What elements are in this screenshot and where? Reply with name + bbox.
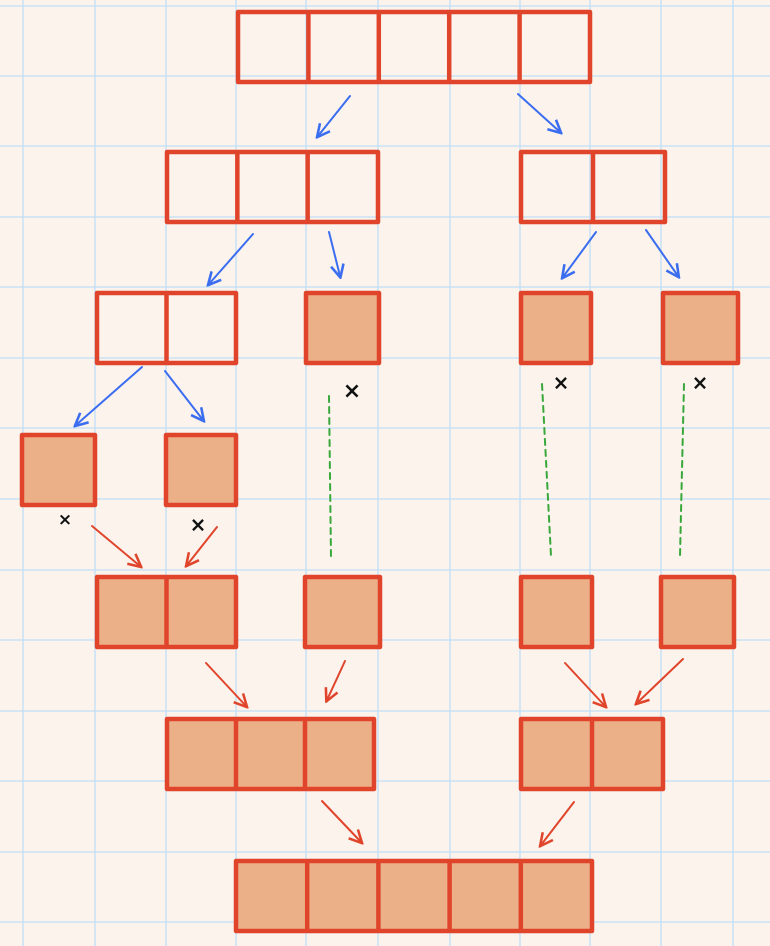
connector-lines [76, 93, 685, 845]
array-box [518, 574, 595, 650]
array-box [94, 290, 239, 366]
array-box [518, 149, 668, 225]
array-box [302, 574, 383, 650]
split-arrow [563, 231, 597, 277]
array-box [658, 574, 737, 650]
cross-mark: × [190, 513, 207, 537]
array-box [233, 858, 595, 934]
array-box [94, 574, 239, 650]
split-level-2 [94, 290, 741, 366]
split-level-1 [164, 149, 668, 225]
array-box [164, 716, 377, 792]
array-boxes [19, 9, 741, 934]
array-box [235, 9, 593, 85]
cross-mark: × [58, 510, 72, 530]
array-outline [163, 432, 239, 508]
merge-arrow [91, 525, 140, 566]
split-arrow [164, 370, 203, 420]
array-box [518, 290, 594, 366]
merge-arrow [187, 526, 218, 565]
cross-mark: × [692, 371, 709, 395]
array-outline [164, 149, 381, 225]
split-arrow [517, 93, 560, 132]
merge-arrow [564, 662, 605, 706]
array-outline [660, 290, 741, 366]
input-array [235, 9, 593, 85]
array-outline [518, 574, 595, 650]
carry-down-line [679, 383, 685, 557]
merge-level-2 [164, 716, 666, 792]
split-arrow [645, 229, 678, 276]
cross-marks: × × × × × [58, 371, 709, 537]
split-arrow [328, 231, 340, 276]
array-box [164, 149, 381, 225]
merge-arrow [205, 662, 246, 706]
array-outline [303, 290, 382, 366]
array-box [660, 290, 741, 366]
sorted-output [233, 858, 595, 934]
array-outline [518, 290, 594, 366]
merge-level-1 [94, 574, 737, 650]
cross-mark: × [553, 371, 570, 395]
carry-down-line [328, 395, 332, 559]
split-arrow [318, 95, 351, 136]
array-outline [302, 574, 383, 650]
array-outline [235, 9, 593, 85]
cross-mark: × [343, 379, 361, 404]
array-outline [658, 574, 737, 650]
array-box [303, 290, 382, 366]
split-level-3 [19, 432, 239, 508]
carry-down-line [541, 383, 552, 557]
split-arrow [209, 233, 254, 284]
array-outline [19, 432, 98, 508]
array-outline [164, 716, 377, 792]
array-box [163, 432, 239, 508]
split-arrow [76, 366, 143, 425]
array-outline [233, 858, 595, 934]
merge-arrow [321, 800, 361, 842]
array-box [19, 432, 98, 508]
array-box [518, 716, 666, 792]
merge-arrow [327, 660, 346, 700]
merge-arrow [541, 801, 575, 845]
merge-arrow [637, 658, 684, 703]
